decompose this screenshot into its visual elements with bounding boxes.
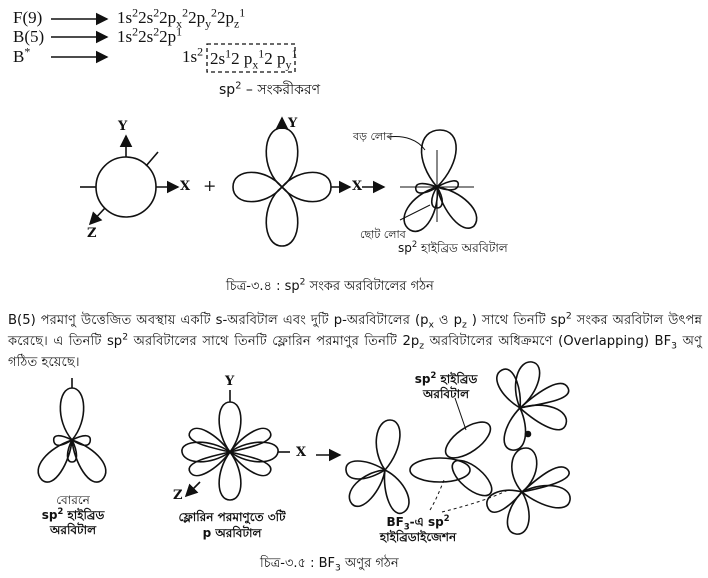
small-lobe-label: ছোট লোব — [360, 228, 406, 241]
boron-sp2-orbitals — [37, 387, 107, 483]
bf3-label-pointer — [429, 479, 445, 511]
fig35-y-label: Y — [225, 374, 235, 389]
dashed-box — [206, 43, 296, 73]
fig34-sphere-tick — [145, 151, 159, 167]
b-config: 1s22s22p1 — [117, 24, 183, 46]
f-config: 1s22s22px22py22pz1 — [117, 5, 246, 31]
fig34-caption: চিত্র-৩.৪ : sp2 সংকর অরবিটালের গঠন — [226, 277, 434, 294]
hybridization-note: sp2 – সংকরীকরণ — [219, 80, 321, 98]
fluorine-p-label: ফ্লোরিন পরমাণুতে ৩টিp অরবিটাল — [178, 510, 286, 540]
bf3-dot — [524, 430, 532, 438]
bstar-label: B* — [13, 44, 31, 66]
fig35-z-label: Z — [173, 488, 183, 503]
fig35-z-axis — [184, 481, 201, 498]
fig34-z-label-1: Z — [87, 226, 97, 241]
bf3-label-pointer — [441, 489, 509, 513]
bf3-molecule — [345, 361, 571, 535]
sp2-hybrid-lobes — [403, 129, 478, 233]
fig35-caption: চিত্র-৩.৫ : BF3 অণুর গঠন — [260, 556, 399, 574]
fig34-x-label-2: X — [352, 179, 363, 194]
fig34-graphics — [80, 116, 478, 247]
fig34-y-label-2: Y — [288, 116, 298, 131]
bstar-box-config: 2s12 px12 py1 — [210, 46, 298, 72]
hybrid-label-pointer — [454, 397, 467, 431]
bstar-core: 1s2 — [182, 44, 204, 66]
b-label: B(5) — [13, 27, 45, 46]
fig35-x-label: X — [296, 445, 307, 460]
fig34-plus-sign: + — [203, 176, 217, 195]
big-lobe-pointer — [387, 136, 426, 151]
big-lobe-label: বড় লোব — [353, 130, 393, 143]
fig34-z-axis-1 — [88, 207, 106, 226]
fig34-y-label-1: Y — [118, 119, 128, 134]
small-lobe-pointer — [399, 204, 431, 221]
f-label: F(9) — [13, 8, 43, 27]
sp2-orbital-label: sp2 হাইব্রিড অরবিটাল — [398, 239, 508, 255]
p-orbitals-cross — [232, 127, 332, 247]
body-paragraph: B(5) পরমাণু উত্তেজিত অবস্থায় একটি s-অরব… — [8, 310, 702, 370]
fig34-x-label-1: X — [180, 179, 191, 194]
fig35-graphics — [37, 361, 571, 535]
